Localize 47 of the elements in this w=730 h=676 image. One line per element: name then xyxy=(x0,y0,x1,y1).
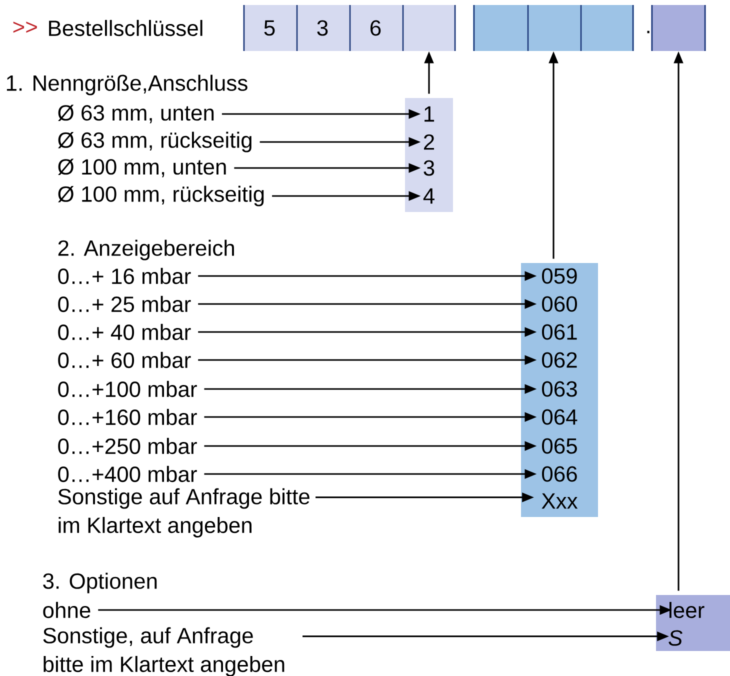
section-heading: 1. Nenngröße,Anschluss xyxy=(6,74,248,96)
code-cell xyxy=(651,5,706,51)
option-text: Sonstige, auf Anfrage bitte im Klartext angeben xyxy=(43,627,284,676)
code-value: 061 xyxy=(542,324,577,340)
code-value: 1 xyxy=(424,106,434,122)
marker: >> xyxy=(13,22,37,33)
code-value: 3 xyxy=(424,160,434,176)
code-value: 2 xyxy=(424,134,434,150)
code-cell xyxy=(402,5,456,51)
option-text: Ø 63 mm, rückseitig xyxy=(58,132,252,152)
option-text: ohne xyxy=(43,602,90,618)
option-text: 0…+250 mbar xyxy=(58,438,197,454)
option-text: Ø 63 mm, unten xyxy=(58,104,214,124)
code-cell: 3 xyxy=(296,5,349,51)
code-value: 4 xyxy=(423,188,434,204)
code-cell xyxy=(473,5,527,51)
option-text: 0…+ 60 mbar xyxy=(58,352,191,368)
code-value: Xxx xyxy=(542,493,578,509)
code-column xyxy=(405,98,453,212)
code-value: S xyxy=(668,630,682,646)
code-value: 063 xyxy=(542,381,577,397)
option-text: Ø 100 mm, unten xyxy=(58,158,226,178)
code-cell xyxy=(580,5,634,51)
option-text: 0…+400 mbar xyxy=(58,466,197,482)
code-cell: 6 xyxy=(349,5,402,51)
option-text: 0…+ 16 mbar xyxy=(58,268,191,284)
option-text: 0…+100 mbar xyxy=(58,380,197,398)
code-column xyxy=(521,263,598,517)
code-value: leer xyxy=(670,602,704,618)
option-text: 0…+ 25 mbar xyxy=(58,296,191,312)
section-heading: 3. Optionen xyxy=(43,572,157,594)
option-text: Ø 100 mm, rückseitig xyxy=(58,186,264,206)
code-value: 062 xyxy=(542,352,577,368)
section-heading: 2. Anzeigebereich xyxy=(58,240,234,260)
option-text: 0…+ 40 mbar xyxy=(58,324,191,340)
code-value: 060 xyxy=(542,296,577,312)
code-value: 065 xyxy=(542,438,577,454)
option-text: Sonstige auf Anfrage bitte im Klartext angeben xyxy=(58,488,310,538)
code-value: 059 xyxy=(542,268,577,284)
code-value: 064 xyxy=(542,409,578,425)
title-text: Bestellschlüssel xyxy=(49,20,202,36)
code-value: 066 xyxy=(542,466,577,482)
code-cell: 5 xyxy=(243,5,296,51)
option-text: 0…+160 mbar xyxy=(58,408,197,426)
separator-dot: . xyxy=(647,30,650,34)
code-cell xyxy=(527,5,580,51)
code-column xyxy=(656,595,730,651)
